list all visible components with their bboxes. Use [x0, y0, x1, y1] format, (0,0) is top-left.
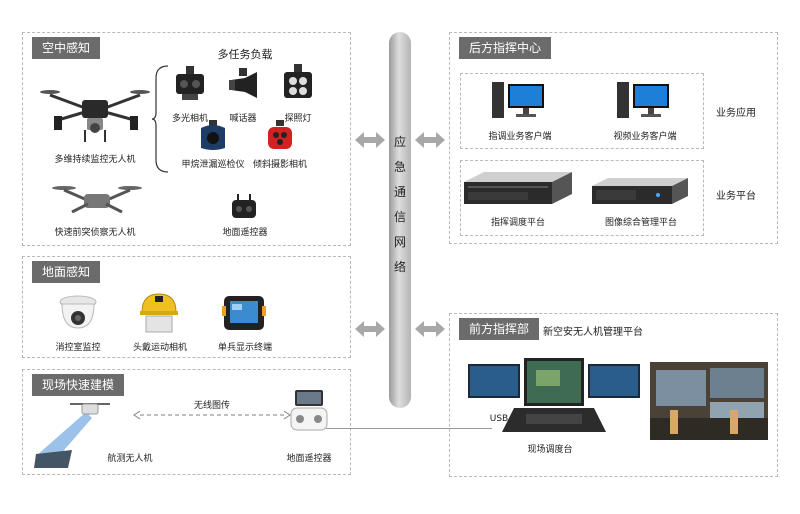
payload-title: 多任务负载 — [217, 48, 273, 61]
remote-controller-icon — [232, 194, 256, 218]
site-modeling-title: 现场快速建模 — [32, 374, 125, 396]
business-apps-label: 业务应用 — [716, 108, 756, 119]
searchlight-icon — [284, 64, 312, 98]
field-console-icon — [468, 358, 640, 432]
rear-command-panel — [449, 32, 778, 244]
front-command-title: 前方指挥部 — [459, 318, 540, 340]
usb-cable-line — [326, 428, 492, 429]
business-apps-box — [460, 73, 704, 149]
usb-label: USB — [489, 414, 509, 424]
server-rack-icon — [592, 178, 688, 204]
video-wall-photo — [650, 362, 768, 440]
payload-bracket — [151, 65, 169, 173]
loudspeaker-icon — [229, 68, 257, 98]
monitoring-drone-icon — [40, 90, 150, 142]
payload-label: 喊话器 — [229, 114, 257, 124]
multispectral-camera-icon — [176, 66, 204, 100]
payload-label: 甲烷泄漏巡检仪 — [181, 160, 245, 170]
network-char: 网 — [393, 235, 406, 249]
fast-recon-drone-icon — [52, 186, 142, 214]
business-app-label: 视频业务客户端 — [613, 132, 677, 142]
network-char: 应 — [393, 135, 406, 149]
survey-drone-label: 航测无人机 — [107, 454, 153, 464]
wireless-link-arrow — [132, 410, 292, 420]
oblique-camera-icon — [268, 120, 292, 149]
network-char: 络 — [393, 260, 406, 274]
network-char: 信 — [393, 210, 406, 224]
server-rack-icon — [464, 172, 572, 204]
remote-controller-label: 地面遥控器 — [222, 228, 268, 238]
payload-label: 倾斜摄影相机 — [252, 160, 307, 170]
air-link-arrow — [355, 132, 385, 148]
ground-item-label: 消控室监控 — [55, 343, 101, 353]
front-link-arrow — [415, 321, 445, 337]
ground-remote-label: 地面遥控器 — [286, 454, 332, 464]
business-platform-label: 指挥调度平台 — [490, 218, 545, 228]
payload-label: 多光相机 — [171, 114, 208, 124]
monitoring-drone-label: 多维持续监控无人机 — [54, 155, 136, 165]
methane-detector-icon — [201, 120, 225, 150]
network-char: 通 — [393, 185, 406, 199]
ground-sensing-title: 地面感知 — [32, 261, 101, 283]
dome-camera-icon — [59, 295, 97, 329]
business-platform-label: 图像综合管理平台 — [604, 218, 677, 228]
field-console-label: 现场调度台 — [527, 445, 573, 455]
wireless-link-label: 无线图传 — [193, 401, 230, 411]
survey-drone-icon — [34, 403, 110, 468]
workstation-icon — [617, 82, 669, 118]
air-sensing-title: 空中感知 — [32, 37, 101, 59]
handheld-terminal-icon — [222, 296, 266, 330]
network-char: 急 — [393, 160, 406, 174]
ground-item-label: 头戴运动相机 — [132, 343, 187, 353]
emergency-network-pipe — [389, 32, 411, 408]
emergency-network-label: 应 急 通 信 网 络 — [389, 130, 411, 280]
business-platforms-box — [460, 160, 704, 236]
ground-item-label: 单兵显示终端 — [217, 343, 272, 353]
rear-link-arrow — [415, 132, 445, 148]
business-app-label: 指调业务客户端 — [488, 132, 552, 142]
business-platforms-label: 业务平台 — [716, 191, 756, 202]
helmet-camera-icon — [140, 293, 178, 333]
ground-link-arrow — [355, 321, 385, 337]
uav-platform-label: 新空安无人机管理平台 — [543, 327, 643, 338]
workstation-icon — [492, 82, 544, 118]
rear-command-title: 后方指挥中心 — [459, 37, 552, 59]
ground-remote-icon — [290, 390, 328, 431]
payload-label: 探照灯 — [284, 114, 312, 124]
fast-recon-drone-label: 快速前突侦察无人机 — [54, 228, 136, 238]
